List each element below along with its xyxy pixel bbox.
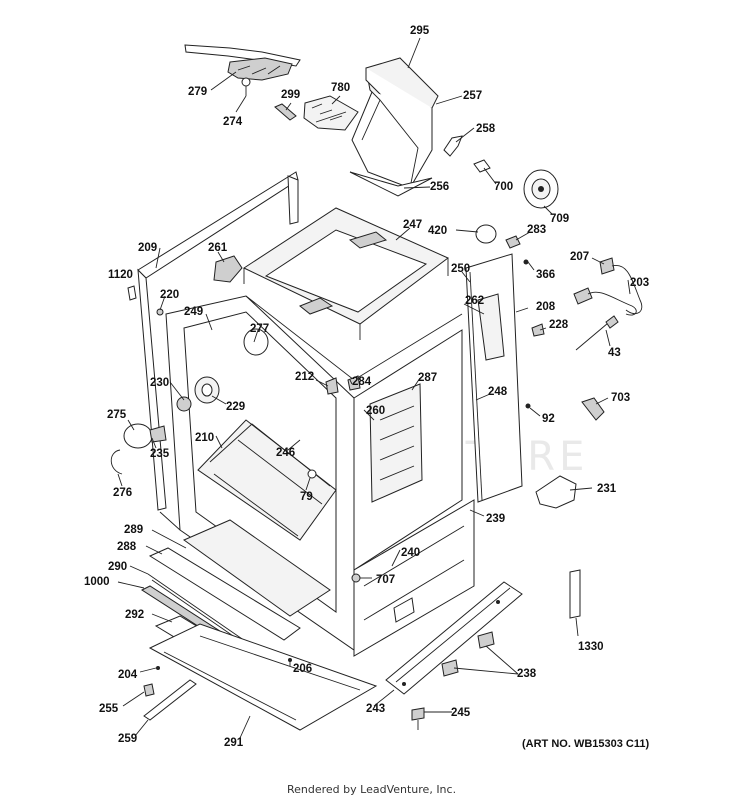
part-label-206: 206 — [293, 663, 312, 675]
part-247-drawing — [242, 207, 449, 340]
part-label-262: 262 — [465, 295, 484, 307]
part-277-drawing — [243, 328, 269, 356]
part-label-243: 243 — [366, 703, 385, 715]
part-label-240: 240 — [401, 547, 420, 559]
footer-credit: Rendered by LeadVenture, Inc. — [287, 783, 456, 796]
part-228-drawing — [531, 323, 545, 337]
part-label-248: 248 — [488, 386, 508, 398]
part-261-drawing — [213, 255, 243, 283]
part-label-287: 287 — [418, 372, 437, 384]
part-43-drawing — [575, 315, 619, 351]
part-label-209: 209 — [138, 242, 157, 254]
part-212-drawing — [325, 377, 339, 395]
part-299-drawing — [274, 103, 297, 121]
part-209-drawing — [137, 171, 299, 511]
part-label-1330: 1330 — [578, 641, 604, 653]
part-709-drawing — [523, 169, 559, 209]
part-label-239: 239 — [486, 513, 505, 525]
part-label-299: 299 — [281, 89, 300, 101]
part-703-drawing — [581, 397, 605, 421]
part-label-79: 79 — [300, 491, 313, 503]
part-label-700: 700 — [494, 181, 513, 193]
part-label-279: 279 — [188, 86, 207, 98]
part-labels: 295 279 274 299 780 257 258 700 256 709 420 247 283 2… — [84, 25, 649, 749]
part-label-228: 228 — [549, 319, 569, 331]
part-257-drawing — [349, 57, 439, 197]
part-label-284: 284 — [352, 376, 372, 388]
part-label-245: 245 — [451, 707, 471, 719]
part-label-258: 258 — [476, 123, 496, 135]
part-label-703: 703 — [611, 392, 630, 404]
part-label-289: 289 — [124, 524, 143, 536]
part-248-drawing — [465, 253, 523, 503]
parts-artwork — [110, 37, 643, 739]
part-287-drawing — [369, 383, 423, 503]
part-283-drawing — [505, 235, 521, 249]
part-203-drawing — [573, 257, 643, 316]
part-label-366: 366 — [536, 269, 555, 281]
part-label-274: 274 — [223, 116, 243, 128]
part-label-203: 203 — [630, 277, 649, 289]
part-231-drawing — [535, 475, 577, 509]
part-291-drawing — [143, 623, 378, 731]
part-label-229: 229 — [226, 401, 245, 413]
part-label-212: 212 — [295, 371, 314, 383]
part-240-drawing — [353, 499, 475, 657]
part-label-210: 210 — [195, 432, 214, 444]
part-label-295: 295 — [410, 25, 430, 37]
part-label-231: 231 — [597, 483, 617, 495]
part-label-291: 291 — [224, 737, 244, 749]
part-label-288: 288 — [117, 541, 137, 553]
part-label-256: 256 — [430, 181, 449, 193]
part-780-drawing — [303, 95, 359, 131]
part-label-235: 235 — [150, 448, 170, 460]
part-700-drawing — [473, 159, 491, 173]
part-label-247: 247 — [403, 219, 422, 231]
part-label-238: 238 — [517, 668, 537, 680]
part-label-208: 208 — [536, 301, 556, 313]
part-92-drawing — [525, 403, 531, 409]
part-label-259: 259 — [118, 733, 137, 745]
part-label-250: 250 — [451, 263, 470, 275]
part-label-1120: 1120 — [108, 269, 133, 281]
part-label-780: 780 — [331, 82, 350, 94]
part-label-246: 246 — [276, 447, 295, 459]
part-label-277: 277 — [250, 323, 269, 335]
part-label-207: 207 — [570, 251, 589, 263]
part-1120-drawing — [127, 285, 137, 301]
part-label-707: 707 — [376, 574, 395, 586]
part-label-709: 709 — [550, 213, 569, 225]
part-label-283: 283 — [527, 224, 546, 236]
part-label-230: 230 — [150, 377, 169, 389]
part-label-260: 260 — [366, 405, 385, 417]
part-707-drawing — [351, 573, 361, 583]
part-1330-drawing — [569, 569, 581, 619]
part-label-43: 43 — [608, 347, 621, 359]
part-label-92: 92 — [542, 413, 555, 425]
part-79-drawing — [307, 469, 317, 479]
part-label-290: 290 — [108, 561, 127, 573]
part-366-drawing — [523, 259, 529, 265]
part-label-276: 276 — [113, 487, 132, 499]
part-label-257: 257 — [463, 90, 482, 102]
part-label-204: 204 — [118, 669, 138, 681]
part-245-drawing — [411, 707, 425, 730]
part-label-275: 275 — [107, 409, 127, 421]
part-label-1000: 1000 — [84, 576, 110, 588]
part-label-249: 249 — [184, 306, 203, 318]
part-label-420: 420 — [428, 225, 447, 237]
part-label-261: 261 — [208, 242, 228, 254]
part-279-drawing — [184, 44, 301, 96]
art-number: (ART NO. WB15303 C11) — [522, 738, 649, 750]
part-420-drawing — [475, 224, 497, 244]
part-243-drawing — [385, 581, 523, 695]
part-label-255: 255 — [99, 703, 119, 715]
part-label-220: 220 — [160, 289, 179, 301]
part-275-drawing — [110, 423, 167, 475]
part-284-drawing — [347, 375, 361, 391]
leader-lines — [117, 37, 631, 739]
part-label-292: 292 — [125, 609, 144, 621]
